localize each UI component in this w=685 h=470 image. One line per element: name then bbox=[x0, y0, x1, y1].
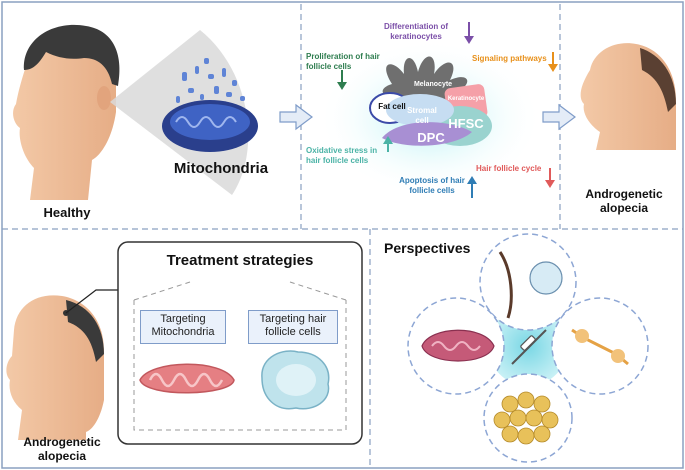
cell-cluster bbox=[369, 56, 492, 146]
arrow-right-2 bbox=[542, 103, 576, 131]
target-mitochondria-box: Targeting Mitochondria bbox=[140, 310, 226, 344]
perspective-circle-left bbox=[407, 297, 505, 395]
cell-stromal: Stromal cell bbox=[407, 106, 437, 125]
effect-proliferation: Proliferation of hair follicle cells bbox=[306, 52, 380, 71]
arrow-right-1 bbox=[279, 103, 313, 131]
pointer-line bbox=[65, 289, 118, 314]
alopecia-label-top: Androgenetic alopecia bbox=[585, 187, 663, 215]
treatment-cell bbox=[261, 350, 330, 410]
mitochondria-label: Mitochondria bbox=[173, 160, 269, 177]
syringe-icon bbox=[511, 329, 547, 365]
cell-hfsc: HFSC bbox=[448, 116, 484, 131]
perspective-circle-bottom bbox=[483, 373, 573, 463]
treatment-funnel-lines bbox=[133, 281, 347, 301]
cell-dpc: DPC bbox=[417, 130, 445, 145]
perspectives-title: Perspectives bbox=[384, 240, 471, 256]
healthy-head-illustration bbox=[13, 24, 120, 200]
alopecia-head-top bbox=[580, 43, 676, 150]
effect-oxidative: Oxidative stress in hair follicle cells bbox=[306, 146, 378, 165]
effect-signaling: Signaling pathways bbox=[472, 54, 547, 63]
cell-fat: Fat cell bbox=[378, 102, 406, 111]
mitochondrion-illustration bbox=[162, 58, 258, 152]
treatment-inner-frame bbox=[133, 300, 347, 431]
target-hair-box: Targeting hair follicle cells bbox=[248, 310, 338, 344]
perspective-circle-right bbox=[551, 297, 649, 395]
effect-cycle: Hair follicle cycle bbox=[476, 164, 542, 173]
alopecia-head-bottom bbox=[6, 295, 105, 440]
cell-melanocyte: Melanocyte bbox=[413, 81, 453, 88]
treatment-mitochondrion bbox=[139, 363, 235, 394]
effect-apoptosis: Apoptosis of hair follicle cells bbox=[399, 176, 465, 195]
effect-arrows bbox=[337, 22, 558, 198]
treatment-title: Treatment strategies bbox=[166, 252, 314, 269]
alopecia-label-bottom: Androgenetic alopecia bbox=[23, 435, 101, 463]
cell-keratinocyte: Keratinocyte bbox=[447, 96, 485, 102]
effect-differentiation: Differentiation of keratinocytes bbox=[384, 22, 448, 41]
healthy-label: Healthy bbox=[43, 205, 91, 220]
perspective-circle-top bbox=[479, 233, 577, 331]
